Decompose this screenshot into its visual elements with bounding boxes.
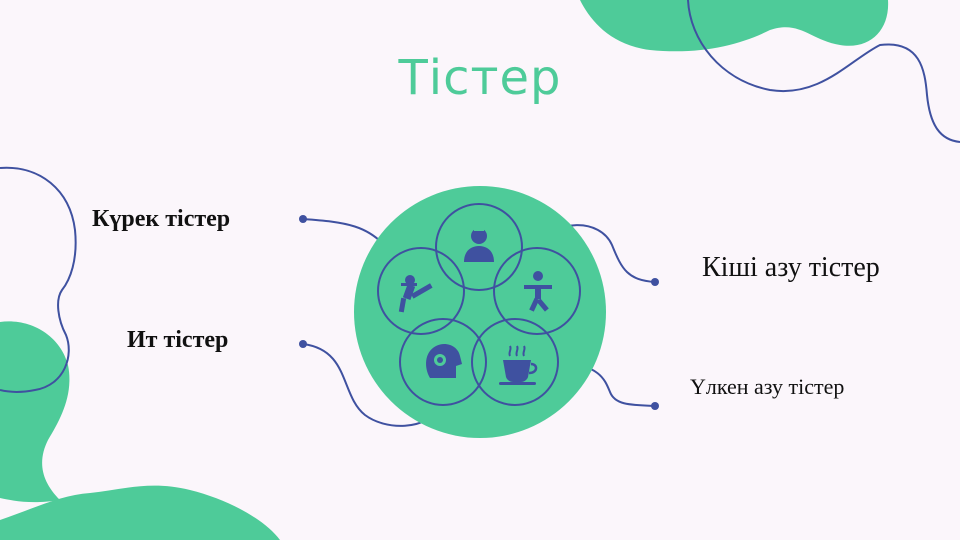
blob-top-right <box>580 0 889 52</box>
curve-left <box>0 166 77 393</box>
label-premolars: Кіші азу тістер <box>702 252 880 283</box>
ring-left <box>377 247 465 335</box>
connector-canines <box>299 340 446 427</box>
coffee-cup-icon <box>499 345 538 385</box>
kick-icon <box>398 275 433 313</box>
blob-bottom-left <box>0 485 280 540</box>
label-incisors: Күрек тістер <box>92 206 231 232</box>
ring-right <box>493 247 581 335</box>
ring-top <box>435 203 523 291</box>
ring-bottom-right <box>471 318 559 406</box>
label-molars: Үлкен азу тістер <box>690 374 845 399</box>
central-circle <box>354 186 606 438</box>
head-gear-icon <box>426 344 462 378</box>
person-icon <box>464 228 494 262</box>
blob-left <box>0 321 70 503</box>
ring-bottom-left <box>399 318 487 406</box>
yoga-icon <box>524 271 552 312</box>
curve-top-right <box>687 0 960 143</box>
label-canines: Ит тістер <box>127 327 229 353</box>
slide-title: Тістер <box>398 50 562 106</box>
